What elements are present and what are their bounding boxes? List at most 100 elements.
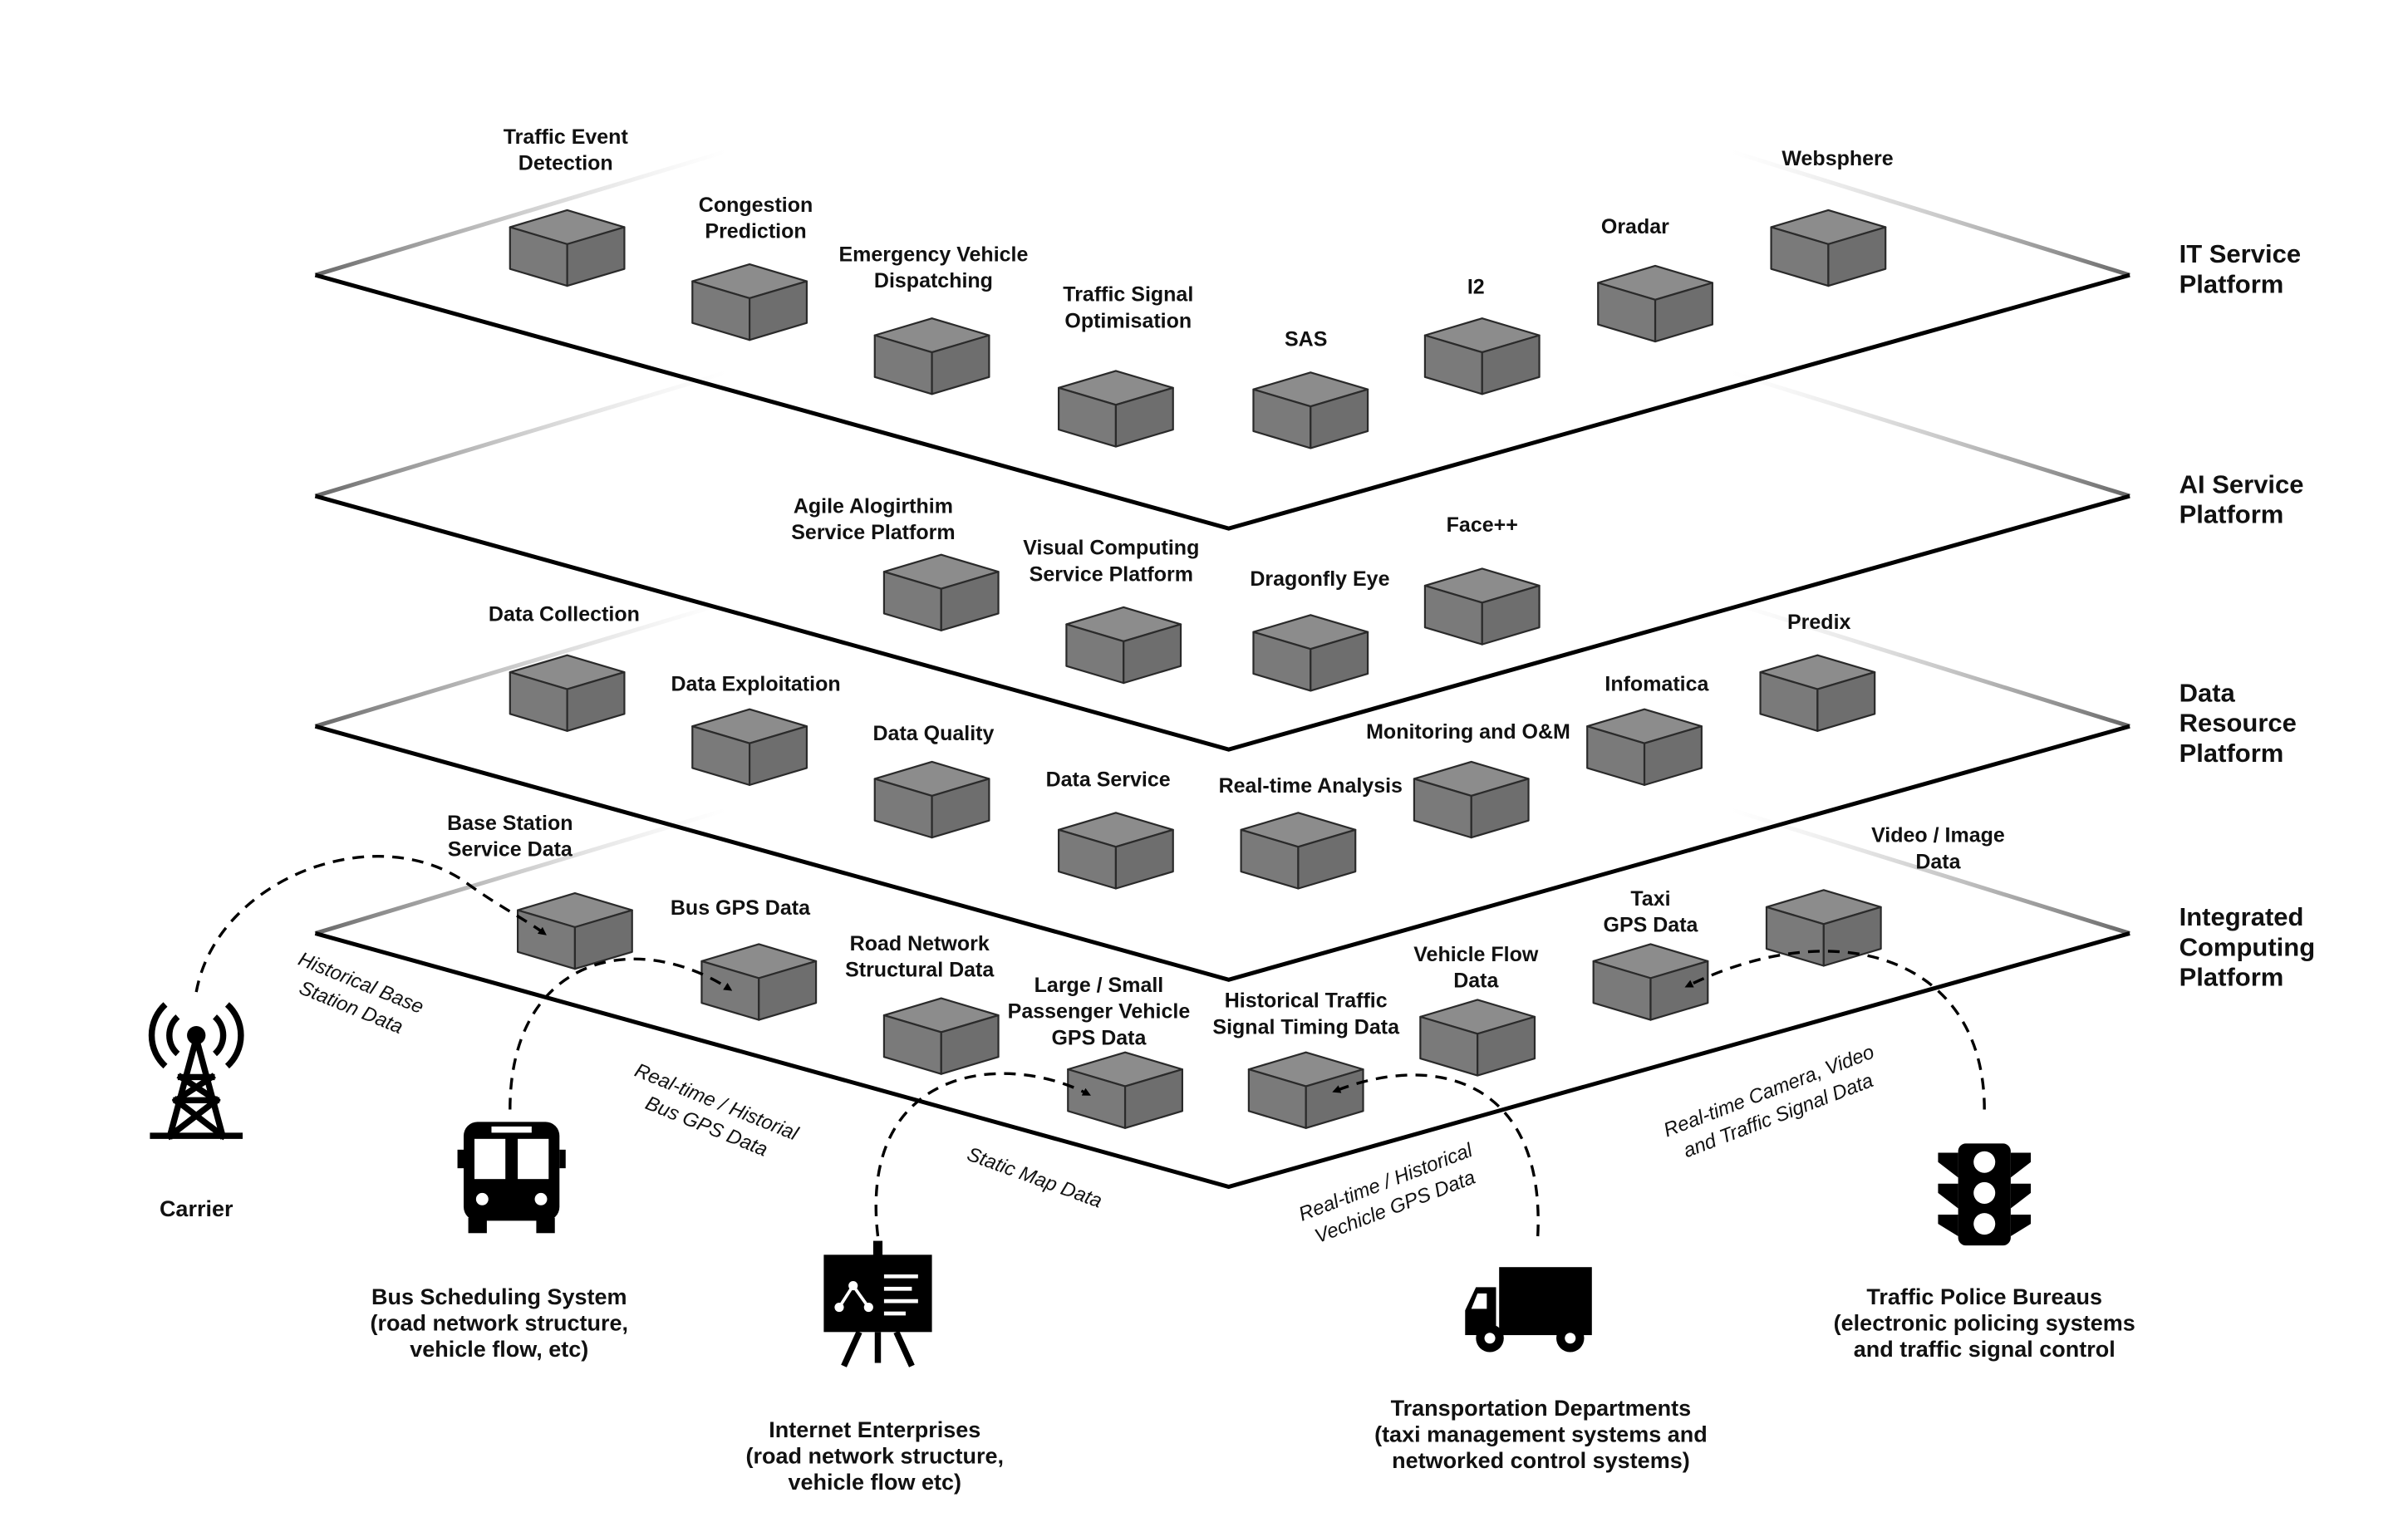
data-resource-label-line: Monitoring and O&M xyxy=(1366,720,1570,744)
it-service-label-line: Optimisation xyxy=(1064,309,1192,332)
data-flow-label-line: Static Map Data xyxy=(964,1143,1105,1213)
it-service-cube xyxy=(1597,264,1713,343)
ai-service-label-line: Service Platform xyxy=(1030,562,1193,586)
data-resource-label-line: Real-time Analysis xyxy=(1219,774,1403,798)
integrated-computing-label-line: Service Data xyxy=(448,837,573,861)
data-resource-cube xyxy=(873,760,990,839)
it-service-label-line: I2 xyxy=(1467,275,1485,298)
data-resource-label: Real-time Analysis xyxy=(1219,774,1403,798)
bus-icon xyxy=(457,1122,566,1234)
integrated-computing-cube xyxy=(517,891,633,970)
data-resource-cube xyxy=(1413,760,1530,839)
data-resource-cube xyxy=(691,708,808,786)
data-resource-cube xyxy=(509,654,626,732)
plane-front-edge xyxy=(314,931,2130,1190)
it-service-label-line: Congestion xyxy=(699,194,813,217)
source-label: Internet Enterprises(road network struct… xyxy=(745,1417,1004,1495)
plane-back-edges xyxy=(314,149,2130,935)
data-resource-label: Data Service xyxy=(1046,768,1171,792)
ai-service-cube xyxy=(882,553,1000,631)
source-label-line: and traffic signal control xyxy=(1854,1337,2116,1362)
data-resource-label: Monitoring and O&M xyxy=(1366,720,1570,744)
integrated-computing-cube xyxy=(1067,1051,1183,1129)
source-icons xyxy=(148,1002,2032,1367)
data-flow-curve xyxy=(1684,950,1986,1110)
integrated-computing-label-line: Taxi xyxy=(1630,887,1670,911)
data-resource-label: Data Exploitation xyxy=(671,672,840,695)
data-flow-arrows xyxy=(194,855,1986,1237)
source-label: Bus Scheduling System(road network struc… xyxy=(370,1284,628,1362)
it-service-label-line: SAS xyxy=(1285,328,1327,351)
it-service-label-line: Websphere xyxy=(1781,147,1893,170)
it-service-cube xyxy=(873,317,990,395)
integrated-computing-label-line: Large / Small xyxy=(1034,974,1164,997)
source-label-line: Bus Scheduling System xyxy=(371,1284,627,1309)
platform-label-line: Platform xyxy=(2179,500,2284,529)
it-service-cube xyxy=(1770,209,1887,287)
it-service-label: I2 xyxy=(1467,275,1485,298)
plane-front-edge xyxy=(314,273,2130,531)
source-label-line: (road network structure, xyxy=(745,1443,1004,1468)
it-service-label: Websphere xyxy=(1781,147,1893,170)
platform-label-line: Resource xyxy=(2179,709,2297,738)
integrated-computing-label-line: Structural Data xyxy=(845,959,995,982)
it-service-cube xyxy=(1058,370,1174,448)
data-flow-curve xyxy=(509,957,733,1110)
data-flow-label: Real-time Camera, Videoand Traffic Signa… xyxy=(1660,1041,1886,1166)
platform-label-line: Platform xyxy=(2179,269,2284,298)
it-service-cube xyxy=(509,209,626,287)
integrated-computing-cube xyxy=(1592,943,1709,1021)
source-label: Transportation Departments(taxi manageme… xyxy=(1374,1396,1708,1473)
ai-service-label-line: Dragonfly Eye xyxy=(1250,567,1389,591)
integrated-computing-label-line: Signal Timing Data xyxy=(1212,1015,1400,1038)
source-label-line: Transportation Departments xyxy=(1391,1396,1692,1421)
it-service-label: SAS xyxy=(1285,328,1327,351)
platform-label-line: Computing xyxy=(2179,932,2316,961)
data-resource-cube xyxy=(1759,654,1876,732)
data-flow-curve xyxy=(874,1072,1091,1237)
plane-back-edge-left xyxy=(314,808,727,935)
data-resource-label-line: Data Collection xyxy=(489,603,640,626)
integrated-computing-cube xyxy=(1419,999,1536,1077)
it-service-label-line: Traffic Event xyxy=(504,125,629,149)
cell-tower-icon xyxy=(148,1002,244,1141)
data-resource-cube xyxy=(1058,812,1174,890)
data-resource-cube xyxy=(1586,708,1703,786)
platform-label-line: IT Service xyxy=(2179,239,2301,268)
ai-service-label-line: Visual Computing xyxy=(1023,537,1199,560)
integrated-computing-cube xyxy=(1247,1051,1364,1129)
data-flow-label: Real-time / HistorialBus GPS Data xyxy=(622,1059,802,1170)
source-label-line: (road network structure, xyxy=(370,1310,628,1335)
integrated-computing-label-line: Video / Image xyxy=(1871,824,2005,847)
source-label-line: Carrier xyxy=(160,1196,233,1221)
source-label-line: vehicle flow etc) xyxy=(788,1470,961,1495)
presentation-board-icon xyxy=(823,1240,932,1367)
data-resource-label: Infomatica xyxy=(1605,672,1709,695)
data-resource-label-line: Data Service xyxy=(1046,768,1171,792)
plane-back-edge-right xyxy=(1730,149,2130,277)
integrated-computing-label-line: Data xyxy=(1915,850,1961,873)
data-resource-cube xyxy=(1240,812,1357,890)
plane-back-edge-right xyxy=(1730,808,2130,935)
platform-label-line: Platform xyxy=(2179,739,2284,768)
integrated-computing-label-line: Passenger Vehicle xyxy=(1008,1000,1191,1024)
integrated-computing-label-line: GPS Data xyxy=(1051,1026,1147,1049)
integrated-computing-label-line: Data xyxy=(1453,970,1499,993)
data-resource-label-line: Predix xyxy=(1787,611,1851,634)
plane-back-edge-left xyxy=(314,601,727,729)
it-service-label-line: Traffic Signal xyxy=(1063,283,1193,307)
traffic-light-icon xyxy=(1938,1143,2032,1246)
it-service-label: Oradar xyxy=(1601,215,1669,238)
plane-back-edge-right xyxy=(1730,601,2130,729)
integrated-computing-label: Bus GPS Data xyxy=(671,896,811,920)
integrated-computing-label-line: Bus GPS Data xyxy=(671,896,811,920)
